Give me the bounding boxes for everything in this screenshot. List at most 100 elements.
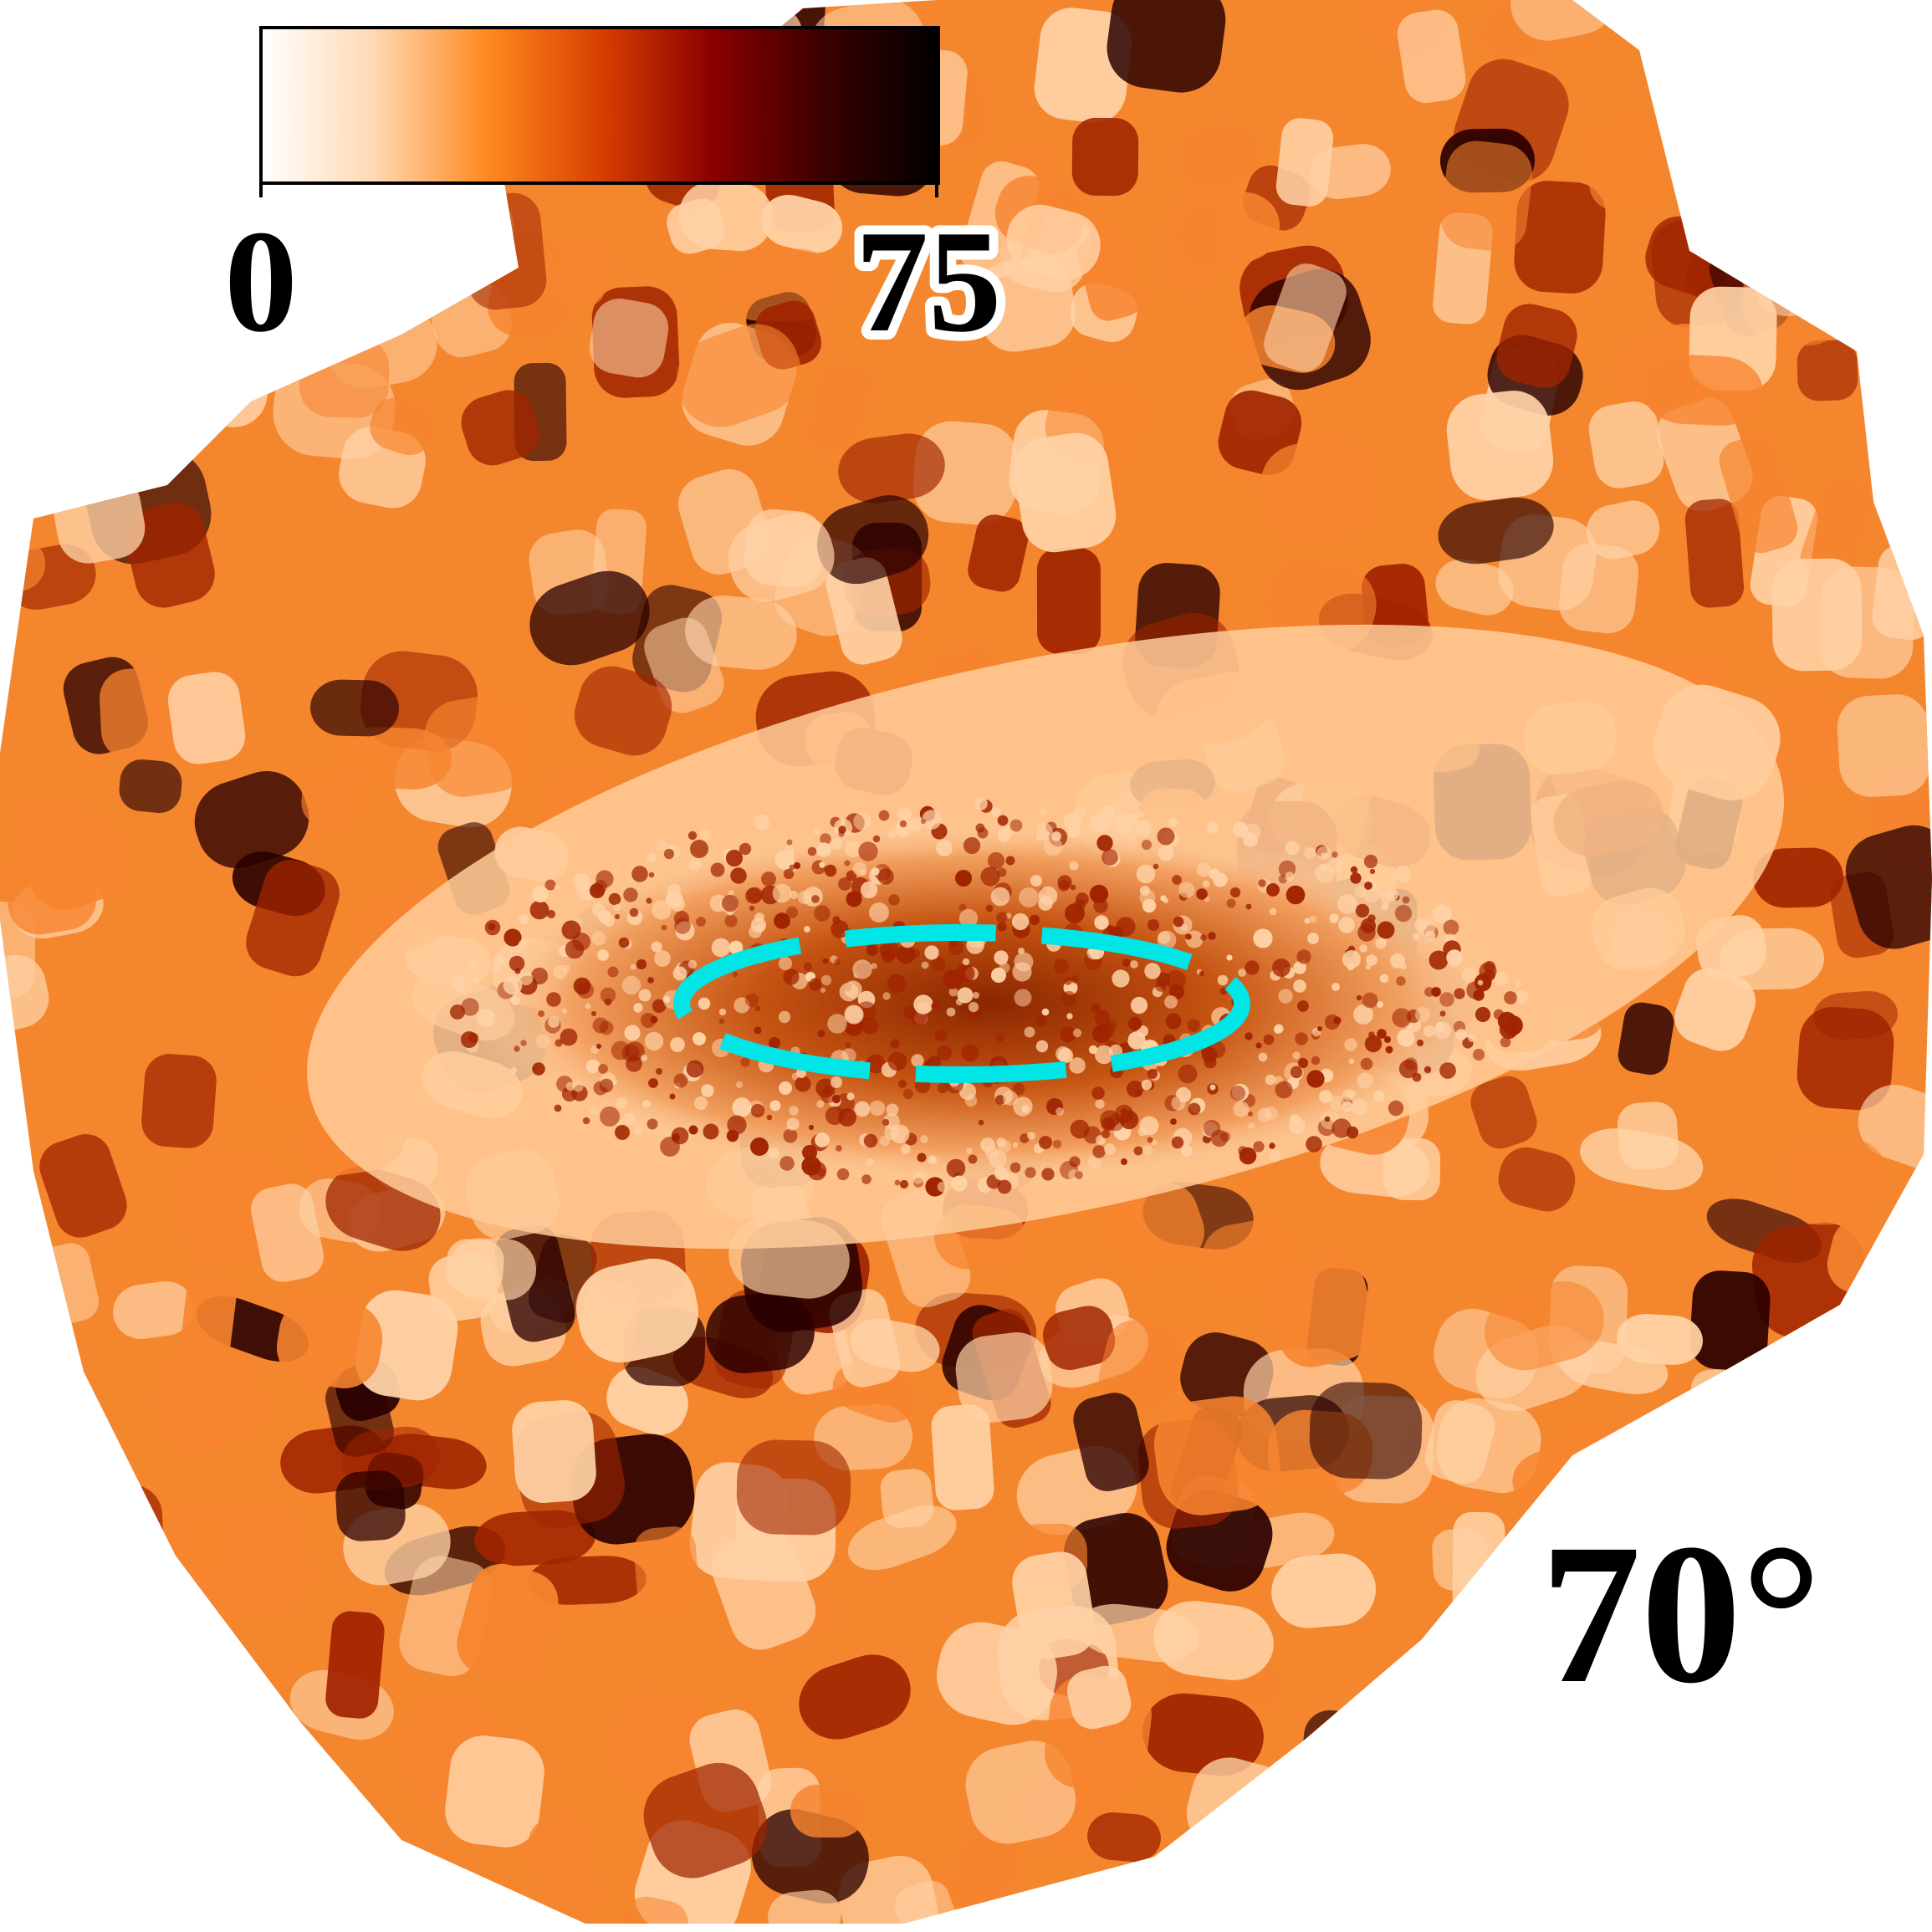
granular-cell [736,1439,851,1536]
core-speckle [861,1174,871,1184]
core-speckle [1144,963,1161,979]
core-speckle [899,820,907,828]
core-speckle [778,956,793,971]
core-speckle [519,914,529,924]
core-speckle [544,879,556,891]
granular-cell [39,1134,127,1238]
core-speckle [750,1137,769,1156]
core-speckle [844,860,851,866]
dashed-ellipse-marker [673,924,1250,1083]
core-speckle [994,950,1009,965]
core-speckle [546,992,561,1007]
core-speckle [1204,1055,1217,1069]
core-speckle [866,1054,886,1074]
core-speckle [688,1125,698,1135]
core-speckle [1187,1019,1200,1032]
core-speckle [600,987,616,1004]
core-speckle [824,864,837,877]
core-speckle [669,1093,676,1100]
core-speckle [1439,992,1454,1007]
core-speckle [599,1078,614,1093]
granular-cell [1617,1314,1703,1365]
core-speckle [1306,1136,1322,1153]
granular-cell [246,860,340,977]
core-speckle [644,1031,664,1051]
core-speckle [1269,907,1277,916]
core-speckle [820,987,826,994]
granular-cell [125,503,215,608]
core-speckle [461,998,479,1016]
core-speckle [710,862,725,877]
core-speckle [576,981,595,999]
core-speckle [1188,1102,1201,1116]
granular-cell [850,1318,940,1372]
core-speckle [1095,1099,1105,1109]
core-speckle [1362,992,1378,1009]
core-speckle [827,1014,847,1034]
core-speckle [1494,971,1509,986]
core-speckle [1338,917,1355,933]
core-speckle [611,1079,618,1086]
core-speckle [1055,1046,1071,1061]
core-speckle [1164,995,1178,1009]
granular-cell [1280,1801,1351,1904]
core-speckle [1388,1100,1404,1117]
core-speckle [1053,958,1070,974]
core-speckle [1213,872,1228,887]
core-speckle [1112,969,1130,988]
core-speckle [652,999,667,1014]
core-speckle [882,992,891,1000]
core-speckle [582,1117,590,1125]
core-speckle [845,1042,851,1049]
core-speckle [1114,814,1134,834]
core-speckle [1210,1129,1229,1147]
core-speckle [1166,970,1186,990]
granular-cell [1751,1407,1845,1472]
core-speckle [955,998,963,1006]
core-speckle [772,883,792,903]
granular-cell [74,38,139,132]
core-speckle [735,1081,744,1089]
core-speckle [968,1154,978,1164]
granular-cell [0,18,69,141]
core-speckle [1477,979,1484,986]
core-speckle [1105,1020,1117,1031]
core-speckle [1290,1066,1303,1079]
core-speckle [687,831,698,841]
core-speckle [820,974,832,986]
core-speckle [872,835,881,843]
core-speckle [560,1028,578,1046]
core-speckle [1070,884,1076,891]
granular-cell [768,1889,841,1924]
core-speckle [1055,1107,1064,1116]
core-speckle [836,1168,850,1181]
granular-cell [119,759,182,813]
core-speckle [565,939,585,959]
core-speckle [769,1037,780,1049]
core-speckle [1412,1072,1422,1082]
core-speckle [1269,1142,1275,1149]
core-speckle [1375,938,1387,949]
core-speckle [728,940,744,955]
granular-cell [912,421,1019,525]
core-speckle [623,887,638,902]
granular-cell [301,764,368,827]
granular-cell [1710,1398,1786,1510]
core-speckle [774,912,790,929]
granular-cell [799,1654,911,1740]
core-speckle [647,1118,658,1130]
core-speckle [1357,1072,1373,1089]
core-speckle [871,963,877,969]
core-speckle [1060,1026,1076,1043]
core-speckle [878,810,890,821]
core-speckle [836,1145,842,1152]
core-speckle [633,1126,643,1136]
granular-cell [25,1582,134,1664]
granular-cell [847,1505,957,1571]
core-speckle [629,907,639,917]
core-speckle [597,949,609,961]
core-speckle [711,938,731,958]
granular-cell [1014,432,1117,553]
granular-cell [113,1280,194,1339]
granular-cell [111,298,185,355]
